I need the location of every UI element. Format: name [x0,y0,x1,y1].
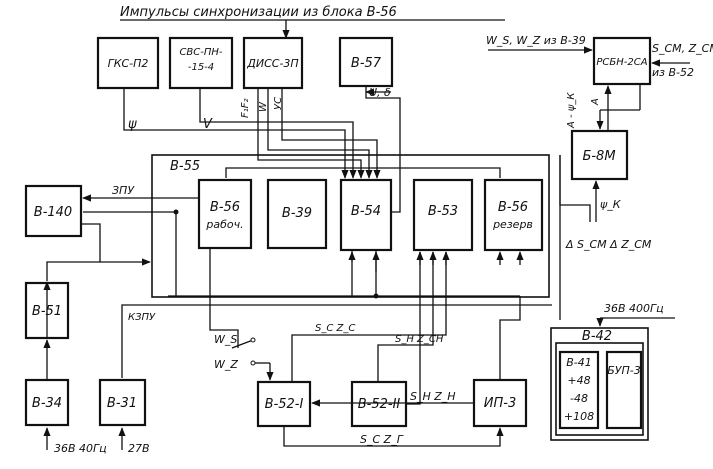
svg-text:ГКС-П2: ГКС-П2 [108,57,149,70]
svg-text:В-31: В-31 [107,396,137,411]
block-v42-label: В-42 [582,329,612,344]
svg-text:СВС-ПН-: СВС-ПН- [179,47,222,58]
block-v39: В-39 [266,178,328,250]
block-v55-label: В-55 [170,159,200,174]
svg-text:+48: +48 [567,374,590,387]
svg-text:В-39: В-39 [282,206,312,221]
svg-text:В-52-II: В-52-II [358,397,401,412]
svg-text:Б-8М: Б-8М [582,149,615,164]
svg-text:ДИСС-3П: ДИСС-3П [246,57,298,70]
label-power-36-40: 36В 40Гц [54,442,107,455]
label-kzpu: КЗПУ [128,312,156,323]
svg-text:-15-4: -15-4 [188,62,214,73]
label-us: УС [273,97,284,110]
connection-lines [43,46,690,450]
svg-text:В-56: В-56 [498,200,528,215]
label-ws-wz-from: W_S, W_Z из В-39 [486,34,586,47]
block-v54: В-54 [339,178,393,252]
label-sczc: S_C Z_C [315,323,355,334]
block-ip3: ИП-3 [472,378,528,428]
label-scm-zcm: S_СМ, Z_СМ [652,42,713,55]
block-v34: В-34 [24,378,70,427]
block-v52-2: В-52-II [350,380,408,428]
label-ws: W_S [214,333,237,346]
label-a: А [590,98,601,106]
block-v53: В-53 [412,178,474,252]
svg-text:резерв: резерв [492,218,533,231]
label-psik: ψ_К [600,198,622,211]
svg-text:-48: -48 [570,392,588,405]
svg-text:В-56: В-56 [210,200,240,215]
svg-text:РСБН-2СА: РСБН-2СА [596,57,647,68]
svg-text:В-52-I: В-52-I [265,397,304,412]
svg-text:В-53: В-53 [428,204,458,219]
label-delta-scm: Δ S_СМ Δ Z_СМ [565,238,652,251]
label-snzn: S_Н Z_Н [410,390,456,403]
svg-text:рабоч.: рабоч. [205,218,243,231]
svg-text:БУП-3: БУП-3 [607,364,641,377]
block-gks-p2: ГКС-П2 [96,36,160,90]
svg-text:В-34: В-34 [32,396,62,411]
label-f1f2: F₁F₂ [240,98,251,118]
svg-text:+108: +108 [564,410,594,423]
svg-text:В-54: В-54 [351,204,381,219]
label-psi: ψ [128,117,137,132]
block-b8m: Б-8М [570,129,629,181]
label-a-psik: А - ψ_К [566,92,577,129]
top-caption: Импульсы синхронизации из блока В-56 [120,5,397,20]
label-wz: W_Z [214,358,238,371]
label-sczr: S_C Z_Г [360,433,404,446]
block-v52-1: В-52-I [256,380,312,428]
label-u-delta: U, δ [369,86,391,99]
block-v57: В-57 [338,36,394,88]
block-v140: В-140 [24,184,83,238]
label-snzcn: S_Н Z_СН [395,334,444,345]
svg-text:В-140: В-140 [34,205,72,220]
block-v41: В-41 +48 -48 +108 [558,350,600,430]
block-v56-working: В-56 рабоч. [197,178,253,250]
block-bup3: БУП-3 [605,350,643,430]
svg-text:ИП-3: ИП-3 [484,396,516,411]
block-v56-reserve: В-56 резерв [483,178,544,252]
block-diss-3p: ДИСС-3П [242,36,304,90]
svg-text:В-57: В-57 [351,56,382,71]
label-power-36-400: 36В 400Гц [604,302,664,315]
label-scm-from: из В-52 [652,66,694,79]
block-v31: В-31 [98,378,147,427]
label-power-27: 27В [128,442,150,455]
svg-text:В-41: В-41 [566,356,592,369]
label-v: V [203,117,213,132]
block-rsbn-2sa: РСБН-2СА [592,36,652,86]
block-svs-pn: СВС-ПН- -15-4 [168,36,234,90]
label-zpu: ЗПУ [112,184,135,197]
label-w: W [258,101,269,112]
